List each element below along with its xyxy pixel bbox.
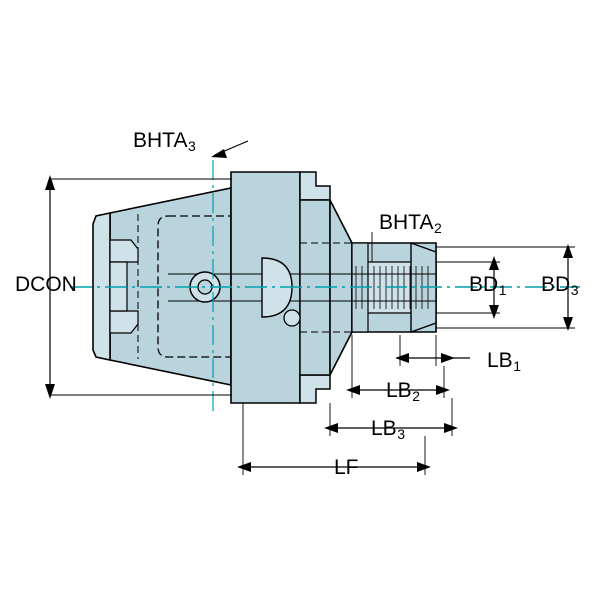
dim-lb1 [395, 335, 470, 366]
shank-end-face [92, 212, 111, 361]
dim-bd1 [436, 256, 500, 319]
dim-lb2 [346, 335, 450, 398]
drive-ball-lower [283, 309, 301, 327]
dim-dcon [45, 175, 232, 399]
flange-hidden-lines [300, 242, 352, 333]
dimension-annotations [45, 140, 575, 475]
label-lf: LF [334, 456, 359, 479]
label-lb3: LB3 [371, 417, 405, 442]
label-dcon: DCON [15, 273, 77, 296]
dim-lb3 [324, 398, 458, 436]
shank-notch-lower [109, 310, 139, 334]
dim-bd3 [436, 244, 575, 331]
tool-holder-body [70, 160, 580, 412]
flange-bottom-step [299, 374, 331, 404]
flange-top-step [299, 171, 331, 201]
label-bhta3: BHTA3 [133, 129, 196, 154]
label-bd1: BD1 [469, 273, 507, 298]
label-bhta2: BHTA2 [379, 211, 442, 236]
dim-lf [237, 403, 431, 475]
shank-notch-upper [109, 239, 139, 263]
leader-bhta3 [211, 140, 249, 158]
label-lb1: LB1 [487, 349, 521, 374]
label-bd3: BD3 [541, 273, 579, 298]
label-lb2: LB2 [386, 379, 420, 404]
